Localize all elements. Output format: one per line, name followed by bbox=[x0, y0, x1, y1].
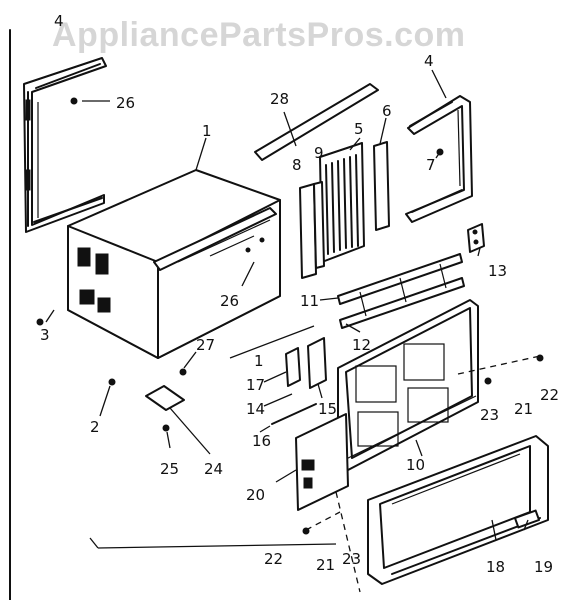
callout-22b: 22 bbox=[264, 550, 283, 568]
screw-2-icon bbox=[108, 378, 116, 386]
part-13-bracket bbox=[467, 223, 485, 253]
callout-3: 3 bbox=[40, 326, 50, 344]
part-9-panel bbox=[313, 181, 325, 269]
callout-23b: 23 bbox=[342, 550, 361, 568]
part-4-left-frame bbox=[23, 57, 107, 233]
screw-23-icon bbox=[484, 377, 492, 385]
callout-12: 12 bbox=[352, 336, 371, 354]
callout-6: 6 bbox=[382, 102, 392, 120]
callout-9: 9 bbox=[314, 144, 324, 162]
callout-1b: 1 bbox=[254, 352, 264, 370]
callout-24: 24 bbox=[204, 460, 223, 478]
callout-25: 25 bbox=[160, 460, 179, 478]
callout-21b: 21 bbox=[316, 556, 335, 574]
callout-13: 13 bbox=[488, 262, 507, 280]
part-18-front-grille bbox=[367, 435, 549, 585]
callout-18: 18 bbox=[486, 558, 505, 576]
part-15-control bbox=[307, 337, 327, 389]
callout-19: 19 bbox=[534, 558, 553, 576]
callout-27: 27 bbox=[196, 336, 215, 354]
callout-4b: 4 bbox=[424, 52, 434, 70]
screw-27-icon bbox=[179, 368, 187, 376]
callout-26a: 26 bbox=[116, 94, 135, 112]
part-8-panel bbox=[299, 183, 317, 279]
callout-5: 5 bbox=[354, 120, 364, 138]
watermark: AppliancePartsPros.com bbox=[52, 16, 466, 54]
callout-26b: 26 bbox=[220, 292, 239, 310]
part-10-front-frame bbox=[337, 299, 479, 471]
callout-4a: 4 bbox=[54, 12, 64, 30]
callout-17: 17 bbox=[246, 376, 265, 394]
callout-2: 2 bbox=[90, 418, 100, 436]
part-28-strip bbox=[254, 83, 379, 161]
callout-22a: 22 bbox=[540, 386, 559, 404]
part-16-rod bbox=[271, 403, 317, 425]
part-4-right-frame bbox=[405, 95, 473, 223]
screw-3-icon bbox=[36, 318, 44, 326]
part-5-coil bbox=[319, 142, 365, 263]
part-12-rail bbox=[339, 277, 465, 329]
part-19-knob bbox=[513, 509, 541, 529]
part-1-cabinet bbox=[67, 169, 281, 359]
callout-15: 15 bbox=[318, 400, 337, 418]
part-24-bracket bbox=[145, 385, 185, 411]
callout-28: 28 bbox=[270, 90, 289, 108]
callout-1a: 1 bbox=[202, 122, 212, 140]
callout-11: 11 bbox=[300, 292, 319, 310]
screw-26-icon bbox=[70, 97, 78, 105]
callout-23a: 23 bbox=[480, 406, 499, 424]
part-20-control-panel bbox=[295, 413, 349, 511]
callout-8: 8 bbox=[292, 156, 302, 174]
callout-21a: 21 bbox=[514, 400, 533, 418]
screw-25-icon bbox=[162, 424, 170, 432]
callout-14: 14 bbox=[246, 400, 265, 418]
callout-20: 20 bbox=[246, 486, 265, 504]
part-17-control bbox=[285, 347, 301, 387]
callout-7: 7 bbox=[426, 156, 436, 174]
callout-10: 10 bbox=[406, 456, 425, 474]
part-6-bar bbox=[373, 141, 390, 231]
callout-16: 16 bbox=[252, 432, 271, 450]
